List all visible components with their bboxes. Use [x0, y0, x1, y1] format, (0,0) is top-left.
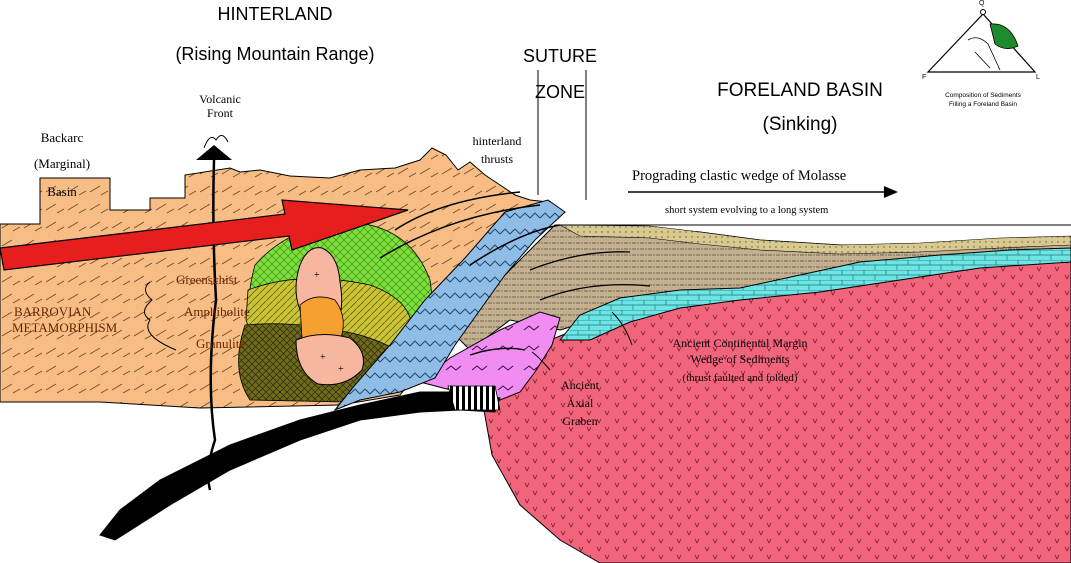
- continental-margin-label-2: Wedge of Sediments: [640, 352, 840, 367]
- slab-stripes: [448, 386, 500, 410]
- subducting-slab: [100, 392, 500, 540]
- backarc-label-3: Basin: [22, 184, 102, 200]
- continental-margin-label-3: (thrust faulted and folded): [640, 372, 840, 384]
- hinterland-subheading: (Rising Mountain Range): [160, 44, 390, 65]
- pluton-plus-1: +: [314, 270, 320, 281]
- suture-subheading: ZONE: [530, 82, 590, 103]
- greenschist-label: Greenschist: [176, 272, 237, 288]
- volcanic-front-label-1: Volcanic: [180, 92, 260, 107]
- molasse-label: Prograding clastic wedge of Molasse: [632, 168, 846, 185]
- molasse-arrow: [628, 186, 898, 198]
- granulite-label: Granulite: [196, 336, 245, 352]
- axial-graben-label-3: Graben: [550, 414, 610, 429]
- foreland-heading: FORELAND BASIN: [700, 80, 900, 102]
- inset-caption-2: Filling a Foreland Basin: [928, 101, 1038, 108]
- axial-graben-label-2: Axial: [550, 396, 610, 411]
- pluton-plus-2: +: [320, 352, 326, 363]
- amphibolite-label: Amphibolite: [184, 304, 250, 320]
- barrovian-label-2: METAMORPHISM: [12, 320, 117, 336]
- foreland-subheading: (Sinking): [720, 114, 880, 136]
- axial-graben-label-1: Ancient: [550, 378, 610, 393]
- barrovian-label-1: BARROVIAN: [14, 304, 91, 320]
- inset-vertex-q: Q: [979, 0, 984, 7]
- suture-heading: SUTURE: [520, 46, 600, 67]
- hinterland-thrusts-label-2: thrusts: [458, 152, 536, 167]
- volcanic-front-label-2: Front: [180, 106, 260, 121]
- inset-vertex-f: F: [922, 74, 926, 81]
- inset-vertex-l: L: [1036, 74, 1040, 81]
- continental-margin-label-1: Ancient Continental Margin: [640, 336, 840, 351]
- backarc-label-2: (Marginal): [22, 156, 102, 172]
- inset-caption-1: Composition of Sediments: [928, 92, 1038, 99]
- volcano-icon: [196, 135, 232, 160]
- backarc-label-1: Backarc: [22, 130, 102, 146]
- hinterland-thrusts-label-1: hinterland: [458, 134, 536, 149]
- pluton-plus-3: +: [338, 364, 344, 375]
- qfl-triangle-icon: [928, 10, 1035, 73]
- hinterland-heading: HINTERLAND: [200, 4, 350, 25]
- system-evolution-label: short system evolving to a long system: [665, 205, 828, 216]
